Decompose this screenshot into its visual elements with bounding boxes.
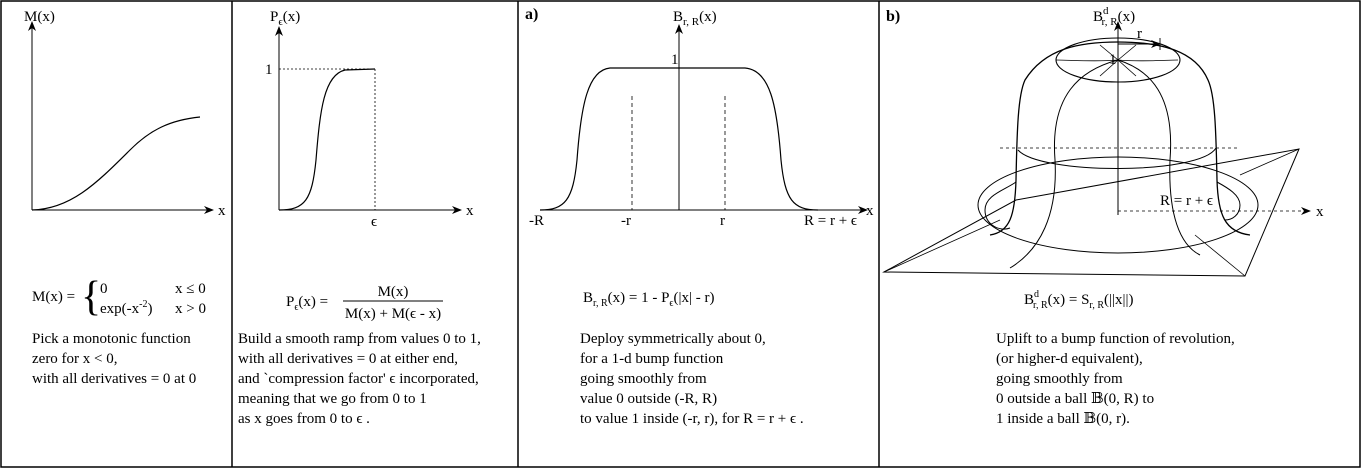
p4-plane-line-2 [1194,234,1246,277]
p4-caption-line-2: (or higher-d equivalent), [996,351,1143,367]
p3-tick-neg-R: -R [529,213,544,229]
p3-tick-r: r [720,213,725,229]
p3-formula: Br, R(x) = 1 - Pϵ(|x| - r) [583,290,714,309]
p4-spoke-4 [1117,44,1137,61]
p3-caption-line-1: Deploy symmetrically about 0, [580,331,766,347]
panel-1: M(x) x M(x) = { 0 x ≤ 0 exp(-x-2) x > 0 … [24,9,226,387]
p4-mid-ring [1017,147,1217,169]
p1-case2-condition: x > 0 [175,301,206,317]
p3-caption-line-2: for a 1-d bump function [580,351,724,367]
p4-caption-line-3: going smoothly from [996,371,1123,387]
p3-tick-one: 1 [671,52,679,68]
panel-2: Pϵ(x) x 1 ϵ Pϵ(x) = M(x) M(x) + M(ϵ - x)… [238,9,481,427]
p3-caption-line-4: value 0 outside (-R, R) [580,391,717,407]
p2-x-label: x [466,203,474,219]
p2-caption-line-2: with all derivatives = 0 at either end, [238,351,458,367]
p1-y-label: M(x) [24,9,55,25]
p2-caption-line-1: Build a smooth ramp from values 0 to 1, [238,331,481,347]
p3-tick-R: R = r + ϵ [804,213,857,229]
panel-3: a) Br, R(x) 1 -R -r r R = r + ϵ x Br, R(… [525,6,874,427]
p1-caption-line-1: Pick a monotonic function [32,331,191,347]
p4-caption-line-4: 0 outside a ball 𝔹(0, R) to [996,391,1154,407]
p3-caption-line-3: going smoothly from [580,371,707,387]
p2-caption-line-5: as x goes from 0 to ϵ . [238,411,370,427]
p1-brace: { [81,274,101,320]
p1-curve [31,116,201,211]
p2-formula-denominator: M(x) + M(ϵ - x) [345,306,441,322]
p3-tick-neg-r: -r [621,213,631,229]
p4-caption-line-5: 1 inside a ball 𝔹(0, r). [996,411,1130,427]
p4-tick-r: r [1137,26,1142,42]
p1-formula-lhs: M(x) = [32,289,75,305]
p1-case1-condition: x ≤ 0 [175,281,206,297]
p3-bump-curve [539,67,819,211]
p3-tag: a) [525,6,538,23]
p2-tick-one: 1 [265,62,273,78]
p2-y-label: Pϵ(x) [270,9,300,28]
p2-formula-numerator: M(x) [378,284,409,300]
p1-caption-line-3: with all derivatives = 0 at 0 [32,371,196,387]
p4-foot-curl-left [984,181,1017,230]
p1-formula: M(x) = { 0 x ≤ 0 exp(-x-2) x > 0 [32,274,206,320]
p4-tick-one: 1 [1109,52,1117,68]
p4-tag: b) [886,8,900,25]
p1-x-label: x [218,203,226,219]
p2-formula: Pϵ(x) = M(x) M(x) + M(ϵ - x) [286,284,443,322]
p3-caption-line-5: to value 1 inside (-r, r), for R = r + ϵ… [580,411,804,427]
p2-caption-line-3: and `compression factor' ϵ incorporated, [238,371,479,387]
p4-caption-line-1: Uplift to a bump function of revolution, [996,331,1235,347]
p2-tick-eps: ϵ [371,214,377,230]
p4-spoke-5 [1099,59,1119,77]
p2-ramp-curve [278,68,376,211]
p1-caption-line-2: zero for x < 0, [32,351,118,367]
p4-foot-curl-right [1216,181,1241,221]
p3-x-label: x [866,203,874,219]
p1-case1-value: 0 [100,281,108,297]
p4-spoke-6 [1117,59,1137,77]
p4-plane-line-1 [883,219,1001,273]
p4-plane-line-3 [1239,148,1300,176]
p4-x-label: x [1316,204,1324,220]
p4-tick-R: R = r + ϵ [1160,193,1213,209]
p4-spoke-1 [1055,59,1119,62]
p2-formula-lhs: Pϵ(x) = [286,294,328,313]
p4-meridian-1 [1009,59,1119,269]
p3-y-label: Br, R(x) [673,9,717,28]
p4-meridian-2 [1117,59,1201,256]
p4-spoke-3 [1099,44,1119,61]
p2-caption-line-4: meaning that we go from 0 to 1 [238,391,427,407]
p4-spoke-2 [1117,59,1179,62]
p1-case2-value: exp(-x-2) [100,299,153,317]
